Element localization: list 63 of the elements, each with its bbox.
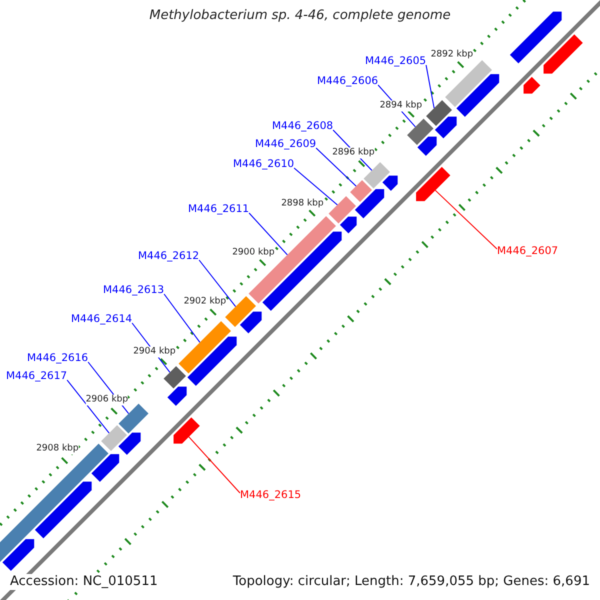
- footer-text: Accession: NC_010511: [8, 574, 160, 590]
- gene-feature: [510, 12, 562, 64]
- position-label: 2900 kbp: [232, 248, 275, 259]
- position-label: 2898 kbp: [281, 198, 324, 210]
- position-label: 2908 kbp: [36, 444, 79, 455]
- gene-feature: [118, 432, 141, 455]
- gene-feature: [91, 454, 120, 482]
- gene-feature: [174, 417, 200, 444]
- leader-line: [434, 190, 498, 250]
- gene-feature: [340, 216, 357, 234]
- gene-label: M446_2613: [103, 284, 164, 297]
- gene-feature: [118, 404, 148, 434]
- gene-label: M446_2617: [6, 370, 68, 383]
- gene-label: M446_2607: [497, 245, 558, 258]
- gene-label: M446_2609: [255, 138, 316, 151]
- gene-feature: [407, 118, 434, 145]
- gene-label: M446_2606: [317, 75, 378, 88]
- gene-feature: [164, 366, 186, 388]
- gene-feature: [364, 162, 390, 188]
- gene-feature: [426, 100, 452, 126]
- gene-feature: [101, 425, 127, 451]
- gene-label: M446_2612: [138, 250, 200, 263]
- gene-feature: [328, 196, 356, 224]
- gene-label: M446_2605: [365, 55, 426, 68]
- gene-feature: [417, 136, 437, 156]
- gene-feature: [34, 482, 92, 538]
- gene-feature: [434, 116, 457, 138]
- position-label: 2906 kbp: [86, 394, 128, 406]
- position-label: 2902 kbp: [184, 296, 226, 308]
- gene-feature: [382, 176, 398, 191]
- position-label: 2904 kbp: [133, 346, 176, 358]
- title: Methylobacterium sp. 4-46, complete genome: [148, 8, 452, 23]
- gene-feature: [178, 321, 231, 374]
- leader-line: [426, 64, 435, 109]
- gene-label: M446_2616: [27, 352, 88, 365]
- gene-label: M446_2610: [233, 158, 294, 171]
- footer-text: Topology: circular; Length: 7,659,055 bp; Genes: 6,691: [230, 574, 592, 590]
- leader-line: [188, 436, 240, 494]
- leader-line: [316, 148, 357, 187]
- position-label: 2892 kbp: [430, 49, 474, 60]
- gene-label: M446_2615: [240, 489, 302, 502]
- leader-line: [248, 212, 288, 256]
- gene-feature: [225, 296, 256, 327]
- gene-label: M446_2614: [71, 313, 132, 326]
- leader-line: [164, 294, 200, 343]
- gene-label: M446_2608: [272, 120, 334, 133]
- leader-line: [198, 260, 236, 308]
- leader-line: [66, 380, 110, 434]
- position-label: 2896 kbp: [332, 148, 375, 159]
- position-label: 2894 kbp: [380, 100, 422, 112]
- gene-feature: [167, 386, 187, 406]
- gene-feature: [354, 189, 384, 218]
- gene-label: M446_2611: [188, 203, 250, 216]
- gene-feature: [350, 180, 372, 202]
- gene-feature: [544, 34, 583, 74]
- gene-feature: [524, 76, 540, 94]
- gene-feature: [187, 336, 237, 386]
- gene-feature: [456, 74, 500, 117]
- leader-line: [294, 168, 338, 206]
- gene-feature: [416, 166, 450, 202]
- gene-feature: [2, 539, 34, 571]
- gene-feature: [240, 312, 262, 334]
- gene-feature: [445, 60, 492, 107]
